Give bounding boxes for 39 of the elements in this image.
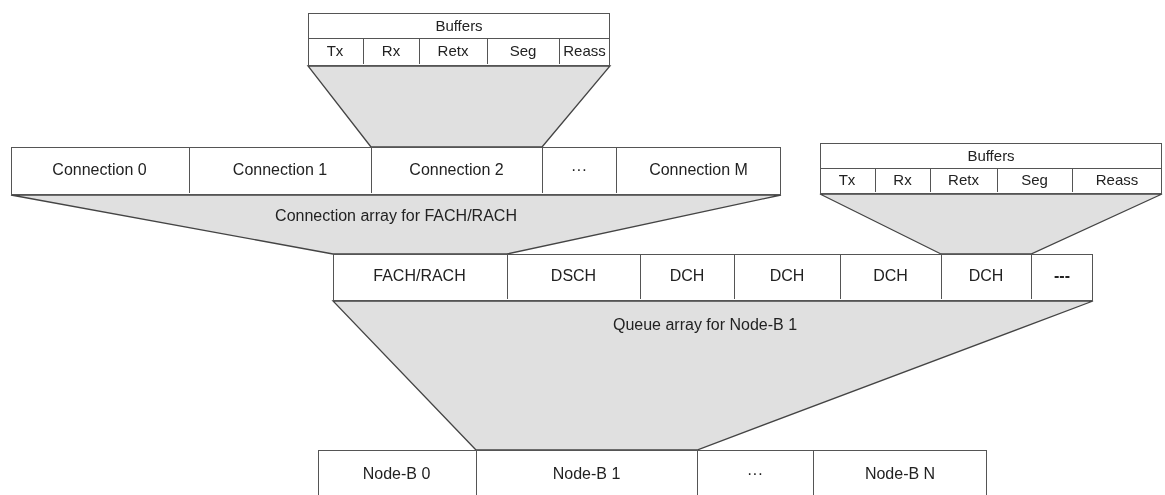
array-cell: Rx [362,37,419,64]
buffer-table [308,13,610,66]
array-cell: Retx [418,37,487,64]
array-cell: Rx [874,167,930,192]
array-cell: Node-B 1 [475,449,697,495]
array-cell: Reass [558,37,610,64]
expansion-fan [306,65,612,148]
array-cell: Tx [819,167,875,192]
array-cell: DCH [940,253,1031,299]
array-cell: DCH [733,253,840,299]
array-row [318,450,987,495]
array-cell: ··· [541,146,616,193]
array-cell: --- [1030,253,1093,299]
table-header: Buffers [309,14,609,39]
array-cell: Connection M [615,146,781,193]
expansion-fan [331,300,1094,451]
array-cell: Connection 1 [188,146,371,193]
array-cell: DSCH [506,253,640,299]
array-cell: DCH [839,253,941,299]
array-cell: Connection 0 [10,146,189,193]
edge-label: Queue array for Node-B 1 [612,316,798,334]
array-cell: Seg [486,37,559,64]
array-cell: DCH [639,253,734,299]
table-header: Buffers [821,144,1161,169]
array-row [11,147,781,195]
array-cell: Reass [1071,167,1162,192]
array-cell: Seg [996,167,1072,192]
array-cell: Node-B 0 [317,449,476,495]
array-cell: Tx [307,37,363,64]
array-row [333,254,1093,301]
array-cell: Connection 2 [370,146,542,193]
array-cell: ··· [696,449,813,495]
buffer-table [820,143,1162,194]
array-cell: Node-B N [812,449,987,495]
expansion-fan [819,193,1163,255]
array-cell: FACH/RACH [332,253,507,299]
edge-label: Connection array for FACH/RACH [275,207,517,225]
expansion-fan [10,194,782,255]
array-cell: Retx [929,167,997,192]
